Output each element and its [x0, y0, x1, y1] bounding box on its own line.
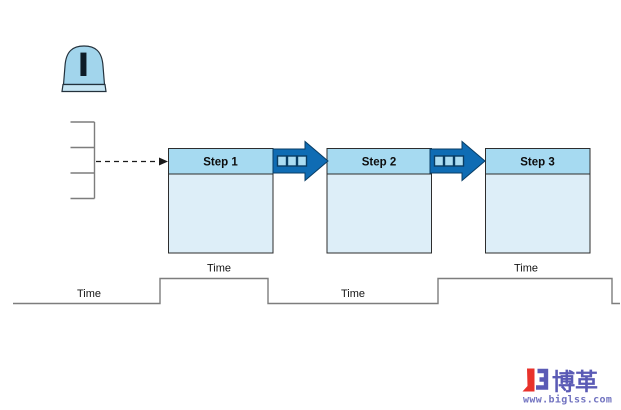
- logo-brand-text: 博革: [552, 369, 598, 396]
- step-3-label: Step 3: [520, 157, 555, 169]
- step-2-label: Step 2: [362, 157, 397, 169]
- inventory-base-shape: [61, 83, 107, 93]
- inventory-dome-shape: [62, 45, 106, 86]
- process-step-box-3: Step 3: [485, 148, 591, 254]
- dashed-flow-arrow: [96, 157, 168, 166]
- push-arrow-icon-1: [272, 140, 329, 182]
- dashed-flow-arrowhead: [159, 157, 168, 166]
- wait-time-label-2: Time: [341, 288, 365, 300]
- step-2-header: [326, 148, 432, 175]
- push-arrow-1-square: [296, 155, 308, 167]
- process-time-label-1: Time: [207, 263, 231, 275]
- step-3-header: [485, 148, 591, 175]
- logo-mark-red: [522, 368, 535, 392]
- push-arrow-1-square: [286, 155, 298, 167]
- biglss-logo: 博革 www.biglss.com: [522, 368, 612, 406]
- push-arrow-icon-2: [429, 140, 486, 182]
- process-step-box-1: Step 1: [168, 148, 274, 254]
- bracket-lines: [70, 121, 96, 200]
- push-arrow-2-square: [443, 155, 455, 167]
- push-arrow-2-square: [433, 155, 445, 167]
- push-arrow-2-square: [453, 155, 465, 167]
- process-time-label-2: Time: [514, 263, 538, 275]
- logo-website-text: www.biglss.com: [523, 394, 612, 406]
- shipment-bracket-icon: [70, 121, 96, 200]
- logo-mark-blue: [536, 368, 549, 390]
- step-1-label: Step 1: [203, 157, 238, 169]
- wait-time-label-1: Time: [77, 288, 101, 300]
- push-arrow-1-square: [276, 155, 288, 167]
- inventory-symbol: I: [78, 46, 90, 84]
- process-step-box-2: Step 2: [326, 148, 432, 254]
- timeline-ladder: [13, 277, 620, 305]
- inventory-icon: I: [61, 45, 107, 93]
